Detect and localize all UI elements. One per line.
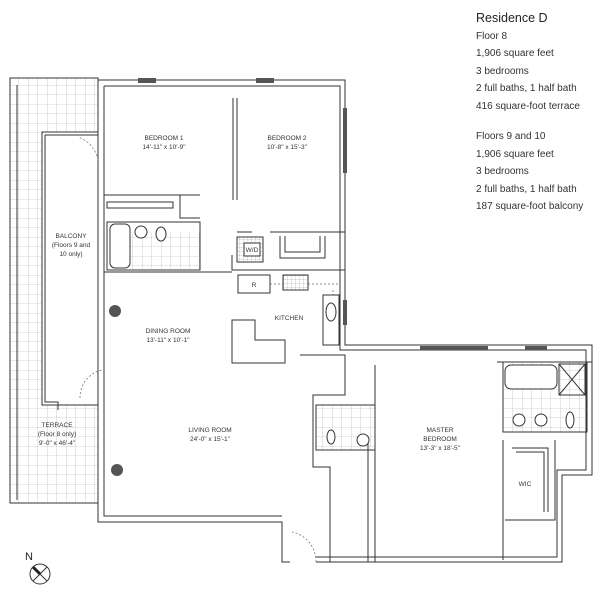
bedroom2-dims: 10'-8" x 15'-3" xyxy=(267,144,308,151)
entry-door-swing xyxy=(291,531,317,563)
bathtub-icon xyxy=(504,364,558,390)
sink-icon xyxy=(356,433,370,447)
floors9-10-area: 1,906 square feet xyxy=(476,148,554,160)
bathtub-icon xyxy=(109,223,131,269)
floor8-terrace: 416 square-foot terrace xyxy=(476,100,580,112)
residence-info: Residence D Floor 8 1,906 square feet 3 … xyxy=(476,10,583,216)
window xyxy=(138,78,156,83)
compass-icon: N xyxy=(25,551,51,585)
column-icon xyxy=(109,305,121,317)
window xyxy=(525,346,547,350)
floor8-heading: Floor 8 xyxy=(476,30,508,42)
half-bath xyxy=(315,404,376,451)
floors9-10-balcony: 187 square-foot balcony xyxy=(476,201,584,212)
floor8-area: 1,906 square feet xyxy=(476,48,554,59)
floor8-bedrooms: 3 bedrooms xyxy=(476,65,529,77)
room-labels: BEDROOM 1 14'-11" x 10'-9" BEDROOM 2 10'… xyxy=(38,135,532,488)
balcony-note-2: 10 only) xyxy=(59,251,82,258)
kitchen-sink-icon xyxy=(325,302,337,322)
master-dims: 13'-3" x 18'-5" xyxy=(420,445,461,452)
living-name: LIVING ROOM xyxy=(188,427,231,434)
window xyxy=(343,108,347,173)
sink-icon xyxy=(134,225,148,239)
living-dims: 24'-0" x 15'-1" xyxy=(190,436,231,443)
window xyxy=(420,346,488,350)
sink-icon xyxy=(534,413,548,427)
kitchen-name: KITCHEN xyxy=(275,315,304,322)
washer-dryer-label: W/D xyxy=(246,247,259,254)
window xyxy=(256,78,274,83)
terrace-dims: 9'-0" x 46'-4" xyxy=(39,440,76,447)
column-icon xyxy=(111,464,123,476)
dining-name: DINING ROOM xyxy=(146,328,191,335)
compass-north-label: N xyxy=(25,551,33,563)
toilet-icon xyxy=(565,411,575,429)
residence-title: Residence D xyxy=(476,11,548,25)
kitchen-fixtures: W/D R xyxy=(231,236,340,364)
floors9-10-bedrooms: 3 bedrooms xyxy=(476,166,529,177)
master-bath xyxy=(502,361,588,433)
dining-dims: 13'-11" x 10'-1" xyxy=(146,337,190,344)
door-swing xyxy=(77,136,99,161)
wic-name: WIC xyxy=(519,481,532,488)
master-name-2: BEDROOM xyxy=(423,436,457,443)
toilet-icon xyxy=(155,226,167,242)
kitchen-island xyxy=(231,319,286,364)
bedroom1-dims: 14'-11" x 10'-9" xyxy=(142,144,186,151)
terrace-name: TERRACE xyxy=(41,422,73,429)
floor8-baths: 2 full baths, 1 half bath xyxy=(476,83,577,94)
bedroom2-name: BEDROOM 2 xyxy=(267,135,306,142)
stove-icon xyxy=(282,274,309,291)
balcony-name: BALCONY xyxy=(55,233,87,240)
terrace-note: (Floor 8 only) xyxy=(38,431,76,438)
bathroom-1 xyxy=(106,221,201,271)
terrace-area xyxy=(9,77,99,504)
floors9-10-heading: Floors 9 and 10 xyxy=(476,131,546,142)
window xyxy=(343,300,347,325)
bedroom1-name: BEDROOM 1 xyxy=(144,135,183,142)
toilet-icon xyxy=(326,429,336,445)
balcony-note: (Floors 9 and xyxy=(52,242,91,249)
shower-icon xyxy=(558,363,586,396)
refrigerator-label: R xyxy=(252,282,257,289)
floors9-10-baths: 2 full baths, 1 half bath xyxy=(476,183,577,195)
sink-icon xyxy=(512,413,526,427)
master-name: MASTER xyxy=(426,427,453,434)
